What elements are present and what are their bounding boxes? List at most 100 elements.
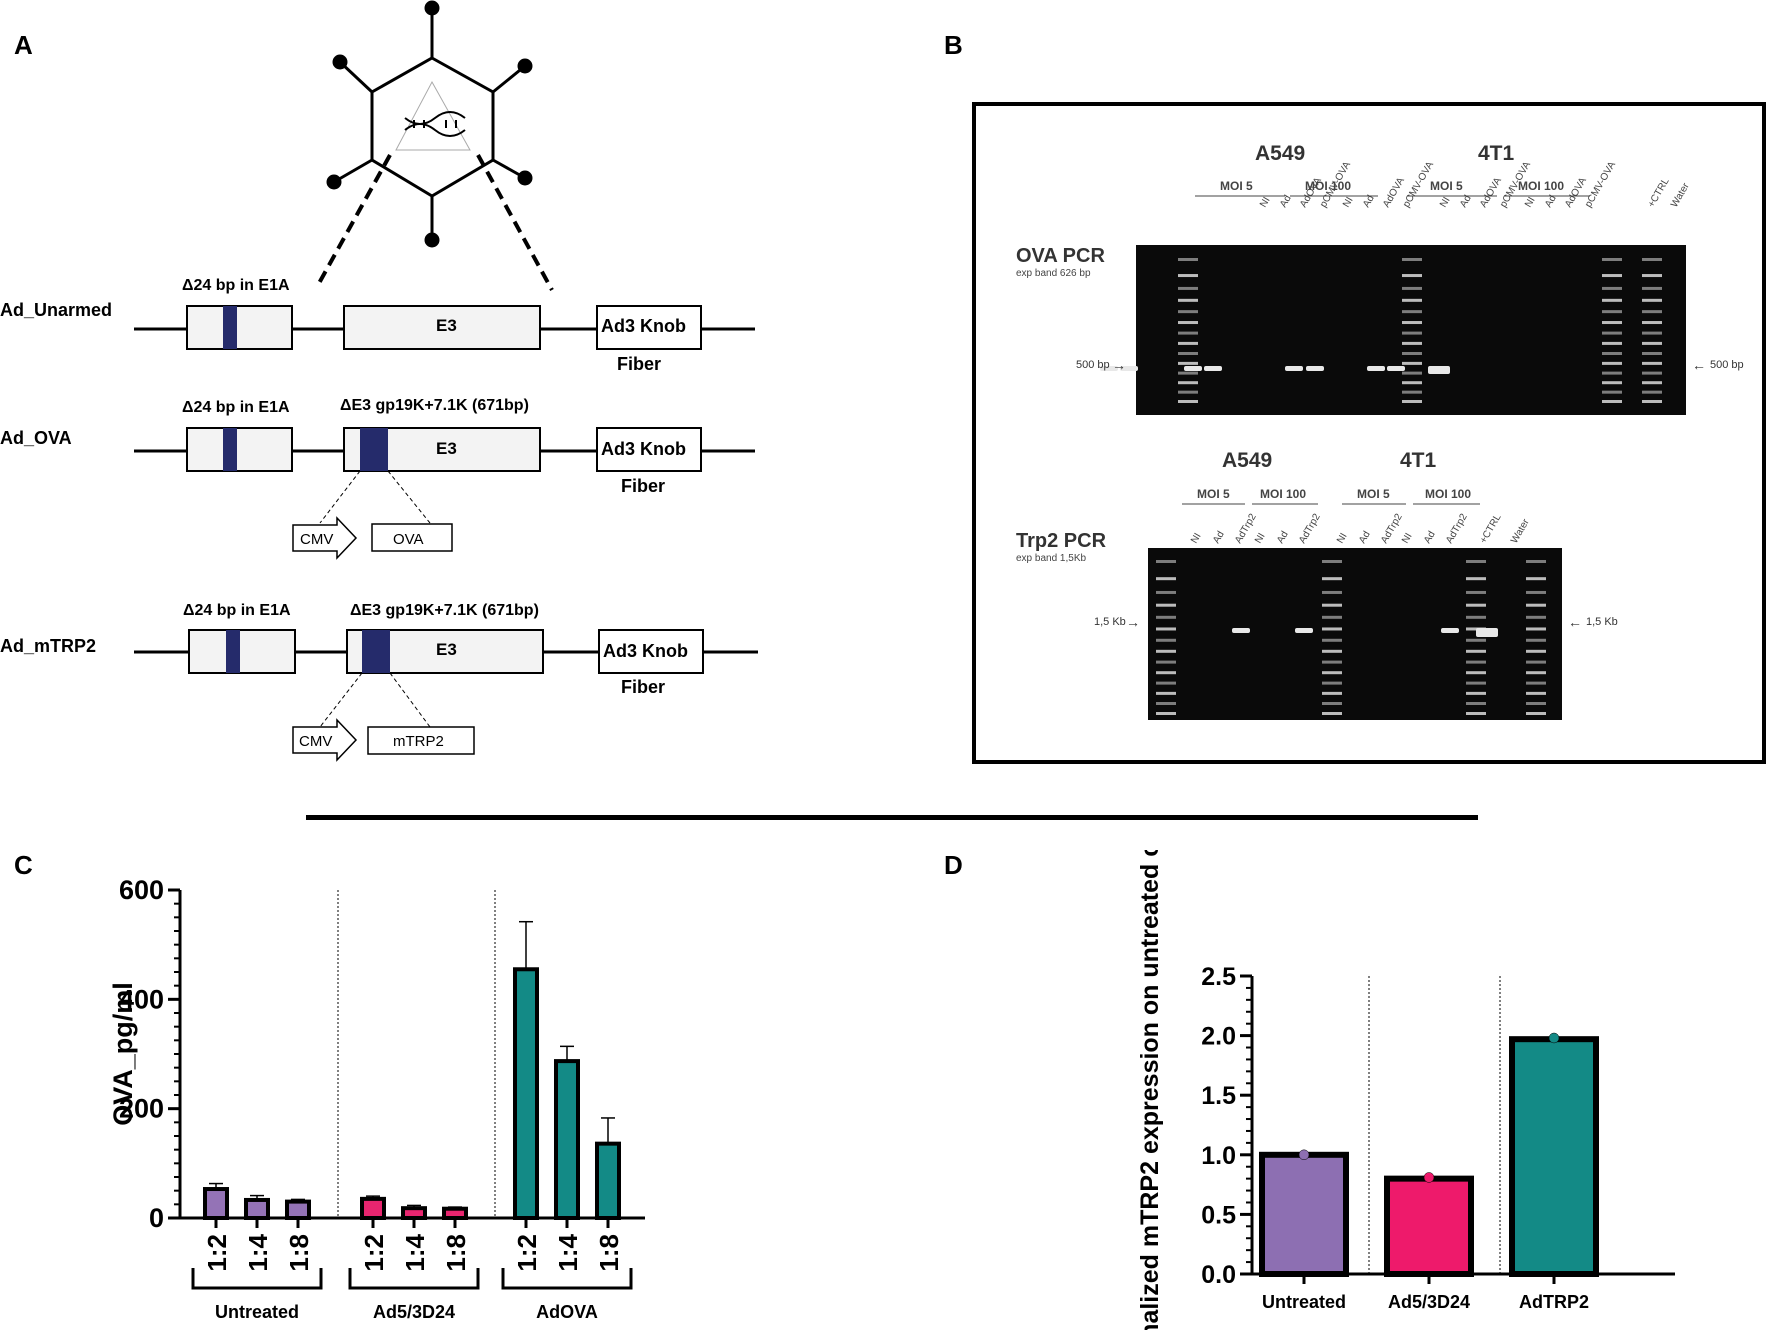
gel-lane-label: NI (1438, 195, 1453, 209)
y-tick-label: 600 (119, 875, 164, 905)
pcr-band (1428, 366, 1450, 374)
gel-lane-label: Ad (1357, 529, 1373, 545)
y-tick-label: 0.0 (1201, 1261, 1236, 1289)
dna-ladder (1642, 258, 1662, 403)
bar (203, 1187, 229, 1221)
y-tick-label: 2.0 (1201, 1023, 1236, 1051)
knob-label: Ad3 Knob (603, 641, 688, 661)
marker-label-left: 1,5 Kb (1094, 616, 1126, 628)
gel-moi: MOI 100 (1425, 487, 1471, 501)
bar (554, 1059, 580, 1220)
x-tick-label: Ad5/3D24 (1388, 1292, 1470, 1312)
pcr-gel-panel: A549 4T1 MOI 5 MOI 100 MOI 5 MOI 100 OVA… (972, 102, 1766, 764)
bar (1509, 1036, 1599, 1277)
fiber-label: Fiber (621, 476, 665, 496)
gel-lane-label: Ad (1543, 193, 1559, 209)
panel-label-b: B (944, 30, 963, 60)
e3-deletion-label: ΔE3 gp19K+7.1K (671bp) (340, 397, 529, 414)
knob-label: Ad3 Knob (601, 439, 686, 459)
group-label: Untreated (215, 1302, 299, 1322)
fiber-label: Fiber (621, 677, 665, 697)
panel-label-a: A (14, 30, 33, 60)
x-tick-label: 1:4 (243, 1233, 273, 1271)
y-tick-label: 2.5 (1201, 963, 1236, 991)
bar (595, 1141, 621, 1220)
gel-lane-label: NI (1400, 531, 1415, 545)
x-tick-label: 1:2 (359, 1234, 389, 1272)
trp2-gel: A549 4T1 MOI 5 MOI 100 MOI 5 MOI 100 Trp… (1016, 449, 1618, 720)
x-tick-label: AdTRP2 (1519, 1292, 1589, 1312)
y-tick-label: 200 (119, 1094, 164, 1124)
x-tick-label: 1:4 (553, 1233, 583, 1271)
cmv-promoter-arrow (292, 718, 358, 762)
gel-moi: MOI 5 (1220, 179, 1253, 193)
gel-cell-4t1: 4T1 (1478, 142, 1515, 165)
gel-lane-label: Ad (1211, 529, 1227, 545)
cmv-label: CMV (300, 531, 333, 548)
group-bracket (348, 1268, 480, 1290)
gel-lane-label: NI (1335, 531, 1350, 545)
pcr-band (1100, 366, 1118, 371)
gel-moi: MOI 5 (1430, 179, 1463, 193)
e1a-label: Δ24 bp in E1A (183, 602, 291, 619)
construct-name: Ad_OVA (0, 428, 72, 448)
dna-ladder (1526, 560, 1546, 715)
e3-label: E3 (436, 439, 457, 458)
svg-text:←: ← (1692, 357, 1706, 373)
bar-group: Untreated (1259, 1149, 1349, 1312)
dna-ladder (1602, 258, 1622, 403)
insert-label: mTRP2 (393, 733, 444, 750)
dna-ladder (1466, 560, 1486, 715)
bar (442, 1206, 468, 1220)
marker-label-right: 1,5 Kb (1586, 616, 1618, 628)
gel-cell-4t1: 4T1 (1400, 449, 1437, 472)
bar (401, 1206, 427, 1221)
group-bracket (501, 1268, 633, 1290)
fiber-label: Fiber (617, 354, 661, 374)
y-tick-label: 1.5 (1201, 1082, 1236, 1110)
dna-ladder (1322, 560, 1342, 715)
pcr-band (1476, 628, 1498, 637)
dna-helix-icon (404, 111, 466, 137)
pcr-band (1184, 366, 1202, 371)
gel-lane-label: NI (1189, 531, 1204, 545)
gel-lane-label: Ad (1275, 529, 1291, 545)
svg-text:←: ← (1568, 614, 1582, 630)
e1a-label: Δ24 bp in E1A (182, 399, 290, 416)
panel-label-d: D (944, 850, 963, 880)
panel-label-c: C (14, 850, 33, 880)
x-tick-label: 1:8 (441, 1234, 471, 1272)
bar (285, 1199, 311, 1221)
gel-moi: MOI 5 (1357, 487, 1390, 501)
bar (360, 1196, 386, 1221)
gel-title: Trp2 PCR (1016, 530, 1107, 552)
pcr-band (1441, 628, 1459, 633)
bar (1384, 1175, 1474, 1278)
cmv-promoter-arrow (292, 516, 358, 560)
pcr-band (1120, 366, 1138, 371)
pcr-band (1295, 628, 1313, 633)
construct-ad-unarmed: Ad_Unarmed Δ24 bp in E1A E3 Ad3 Knob Fib… (0, 277, 755, 374)
construct-ad-ova: Ad_OVA Δ24 bp in E1A ΔE3 gp19K+7.1K (671… (0, 397, 755, 560)
gel-cell-a549: A549 (1255, 142, 1305, 165)
svg-text:→: → (1126, 614, 1140, 630)
x-tick-label: 1:2 (202, 1234, 232, 1272)
gel-lane-label: NI (1341, 195, 1356, 209)
construct-name: Ad_Unarmed (0, 300, 112, 320)
x-tick-label: 1:4 (400, 1233, 430, 1271)
x-tick-label: 1:2 (512, 1234, 542, 1272)
cmv-label: CMV (299, 733, 332, 750)
e3-label: E3 (436, 316, 457, 335)
gel-moi: MOI 100 (1305, 179, 1351, 193)
construct-ad-mtrp2: Ad_mTRP2 Δ24 bp in E1A ΔE3 gp19K+7.1K (6… (0, 602, 758, 762)
group-label: Ad5/3D24 (373, 1302, 455, 1322)
x-tick-label: 1:8 (594, 1234, 624, 1272)
pcr-band (1204, 366, 1222, 371)
pcr-band (1367, 366, 1385, 371)
dna-ladder (1402, 258, 1422, 403)
pcr-band (1306, 366, 1324, 371)
